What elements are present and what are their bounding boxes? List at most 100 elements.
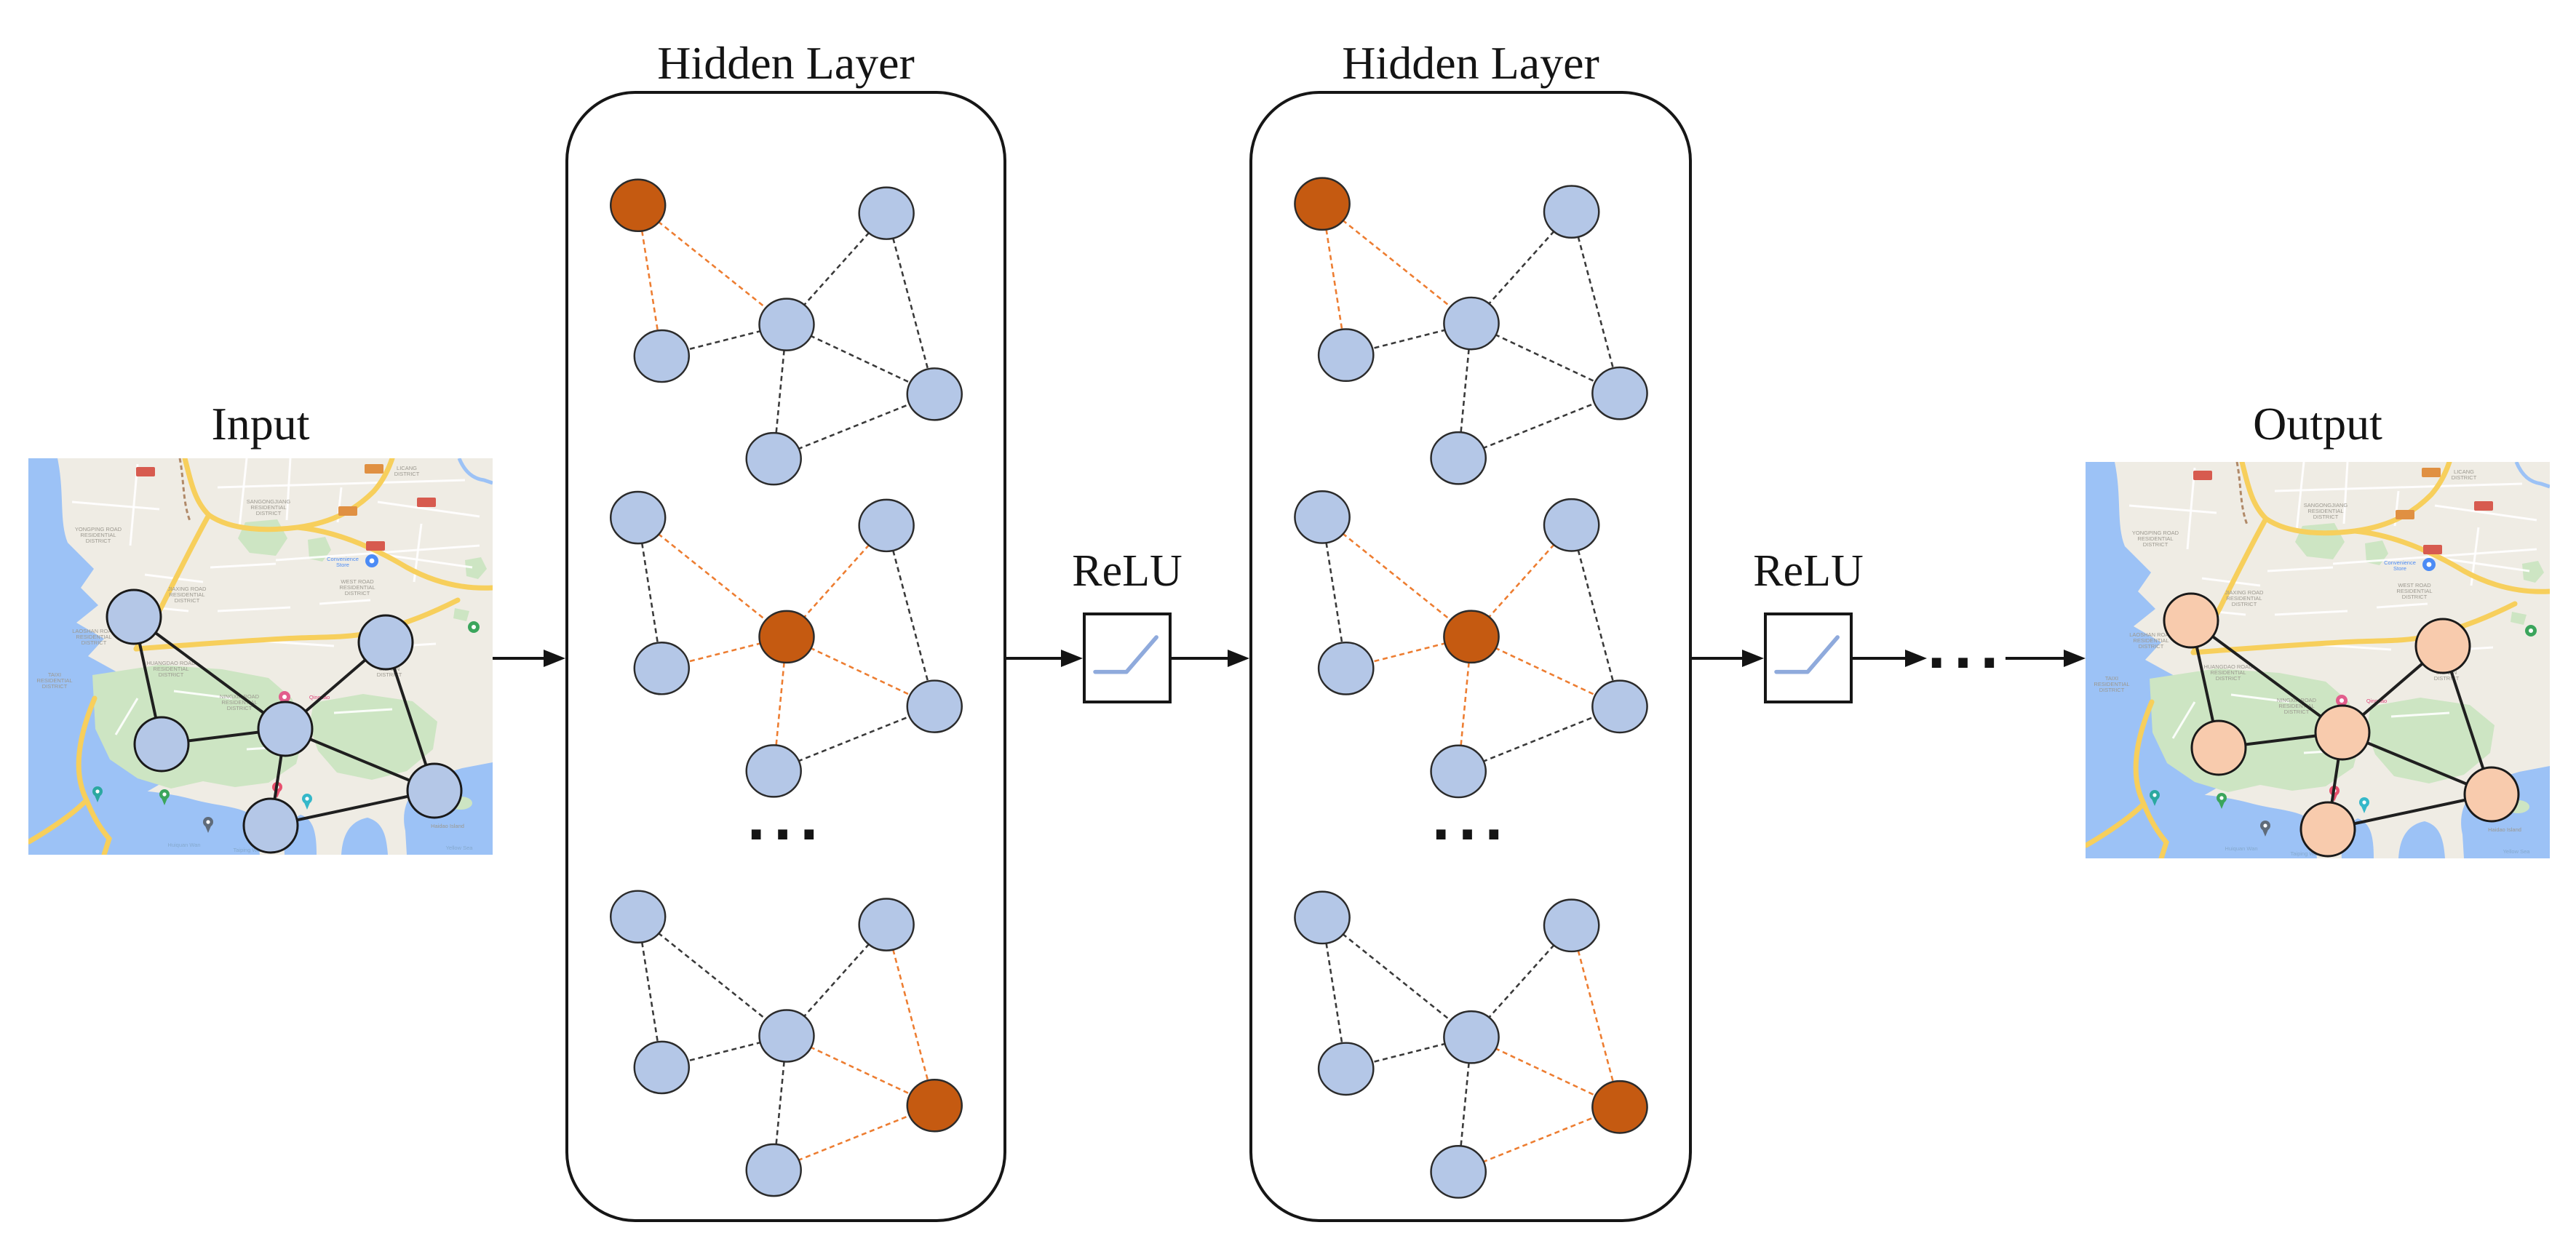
graph-node xyxy=(1317,328,1375,383)
map-pin-dot xyxy=(95,789,100,794)
map-street xyxy=(238,458,248,528)
graph-node xyxy=(609,490,667,545)
map-road xyxy=(2086,801,2147,848)
graph-edge xyxy=(637,916,787,1037)
map-road-shield-icon xyxy=(2474,501,2493,511)
map-park xyxy=(453,608,469,621)
graph-node xyxy=(1430,1145,1487,1199)
map-road-shield-icon xyxy=(417,498,436,507)
map-street xyxy=(2390,711,2450,718)
map-road-shield-icon xyxy=(2396,510,2414,519)
map-marker-dot xyxy=(2339,698,2345,703)
map-road xyxy=(2190,601,2518,655)
hidden-layer-1-graphs xyxy=(609,178,963,1197)
graph-node xyxy=(758,1009,815,1063)
output-title: Output xyxy=(2253,398,2382,450)
map-road xyxy=(295,524,493,591)
flow-arrow xyxy=(493,650,565,667)
map-graph-node xyxy=(2314,704,2371,761)
hidden-graph xyxy=(1294,177,1648,485)
map-park xyxy=(2366,698,2494,783)
map-road-shield-icon xyxy=(2193,471,2212,480)
map-road-shield-icon xyxy=(2422,468,2441,477)
map-street xyxy=(2274,610,2348,616)
map-pin-dot xyxy=(2219,796,2224,800)
map-graph-node xyxy=(242,797,299,854)
map-street xyxy=(2274,482,2523,492)
relu-1-box xyxy=(1083,612,1172,703)
map-water xyxy=(2398,821,2445,858)
hidden-graph xyxy=(609,890,963,1197)
graph-node xyxy=(609,890,667,943)
hidden-layer-2-title: Hidden Layer xyxy=(1342,37,1599,89)
map-street xyxy=(285,458,292,521)
graph-node xyxy=(1430,744,1487,799)
graph-node xyxy=(1591,679,1648,734)
hidden-layer-1-title: Hidden Layer xyxy=(657,37,915,89)
map-water xyxy=(28,458,164,800)
highlight-edge xyxy=(773,1104,935,1171)
highlight-edge xyxy=(1458,1106,1621,1173)
graph-edge xyxy=(1570,211,1621,394)
highlight-edge xyxy=(637,516,787,638)
map-street xyxy=(2186,467,2196,550)
relu-1-label: ReLU xyxy=(1072,546,1182,596)
map-street xyxy=(2128,504,2217,514)
map-road xyxy=(2239,462,2452,536)
map-street xyxy=(210,562,277,569)
graph-node xyxy=(1430,431,1487,485)
map-road-shield-icon xyxy=(366,541,385,551)
map-street xyxy=(217,479,466,489)
map-pin-dot xyxy=(2263,823,2267,828)
map-pin-dot xyxy=(162,792,167,797)
graph-node xyxy=(1294,490,1351,544)
map-graph-edge xyxy=(132,615,287,730)
map-pin-dot xyxy=(206,820,210,824)
graph-node xyxy=(858,186,915,240)
graph-node xyxy=(906,367,963,421)
map-label: Haidao Island xyxy=(431,823,464,829)
map-road xyxy=(182,458,395,532)
graph-edge xyxy=(885,212,936,395)
graph-node xyxy=(906,679,963,733)
map-road-shield-icon xyxy=(136,467,155,476)
map-pin-dot xyxy=(305,797,309,801)
map-street xyxy=(2267,566,2334,572)
relu-2-label: ReLU xyxy=(1753,546,1864,596)
map-graph-node xyxy=(2163,592,2219,649)
map-street xyxy=(2434,504,2537,522)
highlighted-node xyxy=(906,1078,963,1133)
graph-node xyxy=(633,1040,691,1095)
graph-edge xyxy=(1458,706,1621,773)
map-label: Qingdao xyxy=(309,694,330,701)
graph-node xyxy=(1543,898,1600,953)
map-graph-node xyxy=(406,762,463,819)
map-street xyxy=(173,690,233,700)
highlight-edge xyxy=(1321,516,1472,638)
map-street xyxy=(377,500,480,518)
map-street xyxy=(319,599,371,605)
flow-arrow xyxy=(1006,650,1083,667)
map-label: Haidao Island xyxy=(2488,826,2521,833)
graph-node xyxy=(1443,1010,1500,1064)
hidden-layer-1-box: ... xyxy=(565,91,1006,1222)
graph-node xyxy=(633,329,691,383)
map-graph-node xyxy=(2414,618,2471,674)
map-label: Huiquan Wan xyxy=(2225,845,2257,852)
graph-edge xyxy=(1458,392,1621,459)
relu-2-box xyxy=(1764,612,1853,703)
map-road-shield-icon xyxy=(365,464,383,474)
graphs-ellipsis-1: ... xyxy=(746,791,826,852)
map-label: Yellow Sea xyxy=(446,845,474,851)
